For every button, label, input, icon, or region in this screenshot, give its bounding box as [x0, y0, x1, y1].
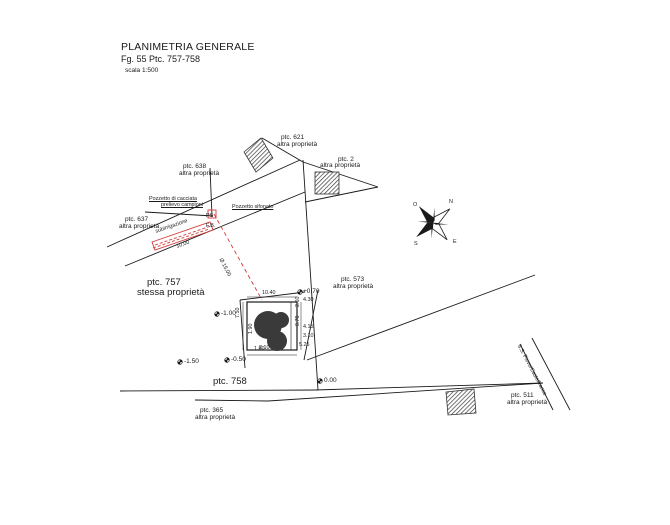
dimension-inner-1: 2.60 — [295, 296, 301, 308]
parcel-511-owner: altra proprietà — [507, 399, 548, 406]
compass-letter-s: S — [414, 241, 418, 247]
dimension-top-width: 10.40 — [262, 290, 276, 296]
parcel-365-number: ptc. 365 — [200, 407, 224, 414]
dimension-inner-2: 0.70 — [295, 315, 301, 327]
parcel-638-owner: altra proprietà — [179, 170, 220, 177]
parcel-573-owner: altra proprietà — [333, 283, 374, 290]
boundary-p637-p638 — [209, 167, 213, 217]
level-marker-icon — [297, 289, 303, 295]
boundary-north-inner — [302, 159, 319, 391]
dimension-right-3: 3.10 — [303, 333, 314, 339]
level-marker-icon — [214, 311, 220, 317]
parcel-637-owner: altra proprietà — [119, 223, 160, 230]
parcel-621-number: ptc. 621 — [281, 134, 305, 141]
building-hatch-icon — [243, 137, 274, 173]
level-markers — [177, 289, 323, 384]
parcel-573-number: ptc. 573 — [341, 276, 365, 283]
tank-circle-small — [267, 331, 287, 351]
compass-letter-o: O — [413, 202, 418, 208]
parcel-365-owner: altra proprietà — [195, 414, 236, 421]
level-marker-icon — [224, 357, 230, 363]
boundary-p637-west — [144, 211, 214, 217]
tank-label-fb: F.B. — [206, 223, 216, 229]
parcel-638-number: ptc. 638 — [183, 163, 207, 170]
parcel-758-number: ptc. 758 — [213, 376, 247, 387]
parcel-637-number: ptc. 637 — [125, 216, 149, 223]
parcel-2-owner: altra proprietà — [320, 162, 361, 169]
boundary-bottom-2 — [314, 382, 544, 391]
drawing-scale: scala 1:500 — [125, 67, 159, 74]
building-hatch-icon — [445, 388, 477, 416]
level-marker-icon — [317, 378, 323, 384]
dimension-right-1: 4.30 — [303, 297, 314, 303]
tank-circle-mid — [273, 312, 289, 328]
boundary-low-road — [267, 382, 544, 402]
house-outline — [246, 301, 298, 351]
compass-rose-icon — [416, 206, 451, 241]
building-hatch-icon — [314, 171, 340, 195]
tank-label-ps: PS — [206, 213, 214, 219]
level-label-2: -1.50 — [184, 358, 199, 365]
pozzetto-cacciata-label: Pozzetto di cacciata — [149, 196, 197, 202]
parcel-757-owner: stessa proprietà — [137, 287, 205, 298]
level-marker-icon — [177, 359, 183, 365]
level-label-5: +0.70 — [303, 288, 320, 295]
boundary-p758-top — [239, 291, 306, 301]
road-edge-2 — [531, 337, 571, 411]
road-edge-1 — [519, 343, 554, 411]
boundary-p2-south — [304, 186, 379, 203]
pozzetto-sifonato-label: Pozzetto sifonato — [232, 204, 274, 210]
boundary-p573-west — [303, 289, 319, 361]
dimension-bottom-width: 1.80 — [254, 346, 265, 352]
dimension-lines — [242, 296, 302, 356]
boundary-p758-west — [239, 299, 246, 369]
parcel-757-number: ptc. 757 — [147, 277, 181, 288]
boundary-bottom — [119, 389, 319, 392]
compass-letter-n: N — [449, 199, 453, 205]
drain-pipe — [213, 213, 263, 301]
boundary-p573-south — [306, 274, 536, 361]
boundary-p621-top — [261, 137, 304, 163]
pozzetto-sifonato-box — [207, 209, 217, 219]
boundary-p2-east — [302, 161, 379, 188]
parcel-511-number: ptc. 511 — [511, 392, 534, 399]
adjacent-buildings — [243, 137, 477, 416]
boundary-upper-road — [106, 159, 301, 248]
drawing-subtitle: Fg. 55 Ptc. 757-758 — [121, 54, 201, 64]
dimension-inner-4: 2.10 — [259, 345, 270, 351]
boundary-upper-road-2 — [124, 191, 306, 267]
prelievo-campioni-label: prelievo campioni — [161, 202, 203, 208]
house-footprint — [246, 301, 298, 351]
level-label-3: -0.50 — [231, 356, 246, 363]
parcel-621-owner: altra proprietà — [277, 141, 318, 148]
parcel-2-number: ptc. 2 — [338, 156, 354, 163]
dimension-inner-3: 1.90 — [248, 323, 254, 335]
level-label-4: 0.00 — [324, 377, 337, 384]
parcel-boundaries — [106, 137, 571, 411]
dimension-right-2: 4.15 — [303, 324, 314, 330]
boundary-low-road-cont — [194, 399, 269, 402]
dimension-right-4: 5.25 — [299, 342, 310, 348]
compass-letter-e: E — [453, 239, 457, 245]
drawing-title: PLANIMETRIA GENERALE — [121, 41, 255, 53]
drainage-network — [151, 209, 263, 301]
dimension-left-height: 7.50 — [235, 307, 241, 319]
level-label-1: -1.00 — [221, 310, 236, 317]
